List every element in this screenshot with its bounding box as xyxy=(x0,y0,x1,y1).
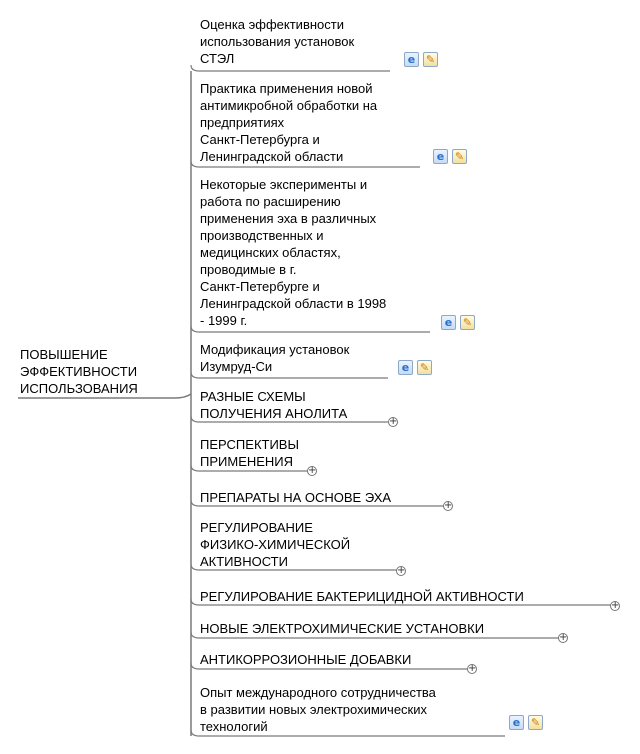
topic-underline xyxy=(190,729,505,737)
topic-underline xyxy=(190,464,309,472)
topic-node[interactable]: ПЕРСПЕКТИВЫ ПРИМЕНЕНИЯ xyxy=(200,437,299,469)
node-icons: e✎ xyxy=(433,149,467,164)
expand-icon[interactable]: + xyxy=(388,416,398,427)
root-topic[interactable]: ПОВЫШЕНИЕ ЭФФЕКТИВНОСТИ ИСПОЛЬЗОВАНИЯ xyxy=(20,347,138,396)
expand-icon[interactable]: + xyxy=(610,600,620,611)
node-icons: e✎ xyxy=(441,315,475,330)
topic-node[interactable]: РЕГУЛИРОВАНИЕ БАКТЕРИЦИДНОЙ АКТИВНОСТИ xyxy=(200,589,524,604)
ie-icon[interactable]: e xyxy=(509,715,524,730)
topic-node[interactable]: Практика применения новой антимикробной … xyxy=(200,81,378,164)
node-icons: e✎ xyxy=(404,52,438,67)
ie-icon[interactable]: e xyxy=(398,360,413,375)
note-icon[interactable]: ✎ xyxy=(423,52,438,67)
expand-icon[interactable]: + xyxy=(558,632,568,643)
topic-node[interactable]: АНТИКОРРОЗИОННЫЕ ДОБАВКИ xyxy=(200,652,412,667)
expand-icon[interactable]: + xyxy=(396,565,406,576)
topic-node[interactable]: ПРЕПАРАТЫ НА ОСНОВЕ ЭХА xyxy=(200,490,392,505)
expand-icon[interactable]: + xyxy=(307,465,317,476)
expand-icon[interactable]: + xyxy=(467,663,477,674)
ie-icon[interactable]: e xyxy=(404,52,419,67)
note-icon[interactable]: ✎ xyxy=(460,315,475,330)
topic-underline xyxy=(190,325,430,333)
topic-underline xyxy=(190,499,446,507)
expand-icon[interactable]: + xyxy=(443,500,453,511)
topic-underline xyxy=(190,563,397,571)
note-icon[interactable]: ✎ xyxy=(417,360,432,375)
topic-node[interactable]: РЕГУЛИРОВАНИЕ ФИЗИКО-ХИМИЧЕСКОЙ АКТИВНОС… xyxy=(200,520,351,569)
topic-node[interactable]: Опыт международного сотрудничества в раз… xyxy=(200,685,436,734)
topic-underline xyxy=(190,64,390,72)
topic-node[interactable]: Оценка эффективности использования устан… xyxy=(200,17,355,66)
topic-underline xyxy=(190,631,559,639)
node-icons: e✎ xyxy=(509,715,543,730)
note-icon[interactable]: ✎ xyxy=(528,715,543,730)
topic-node[interactable]: НОВЫЕ ЭЛЕКТРОХИМИЧЕСКИЕ УСТАНОВКИ xyxy=(200,621,485,636)
topic-node[interactable]: Модификация установок Изумруд-Си xyxy=(200,342,350,374)
topic-node[interactable]: РАЗНЫЕ СХЕМЫ ПОЛУЧЕНИЯ АНОЛИТА xyxy=(200,389,348,421)
ie-icon[interactable]: e xyxy=(433,149,448,164)
root-underline xyxy=(18,393,192,399)
topic-node[interactable]: Некоторые эксперименты и работа по расши… xyxy=(200,177,387,328)
note-icon[interactable]: ✎ xyxy=(452,149,467,164)
node-icons: e✎ xyxy=(398,360,432,375)
topic-underline xyxy=(190,662,468,670)
topic-underline xyxy=(190,598,611,606)
topic-underline xyxy=(190,160,420,168)
topic-underline xyxy=(190,371,388,379)
topic-underline xyxy=(190,415,388,423)
ie-icon[interactable]: e xyxy=(441,315,456,330)
